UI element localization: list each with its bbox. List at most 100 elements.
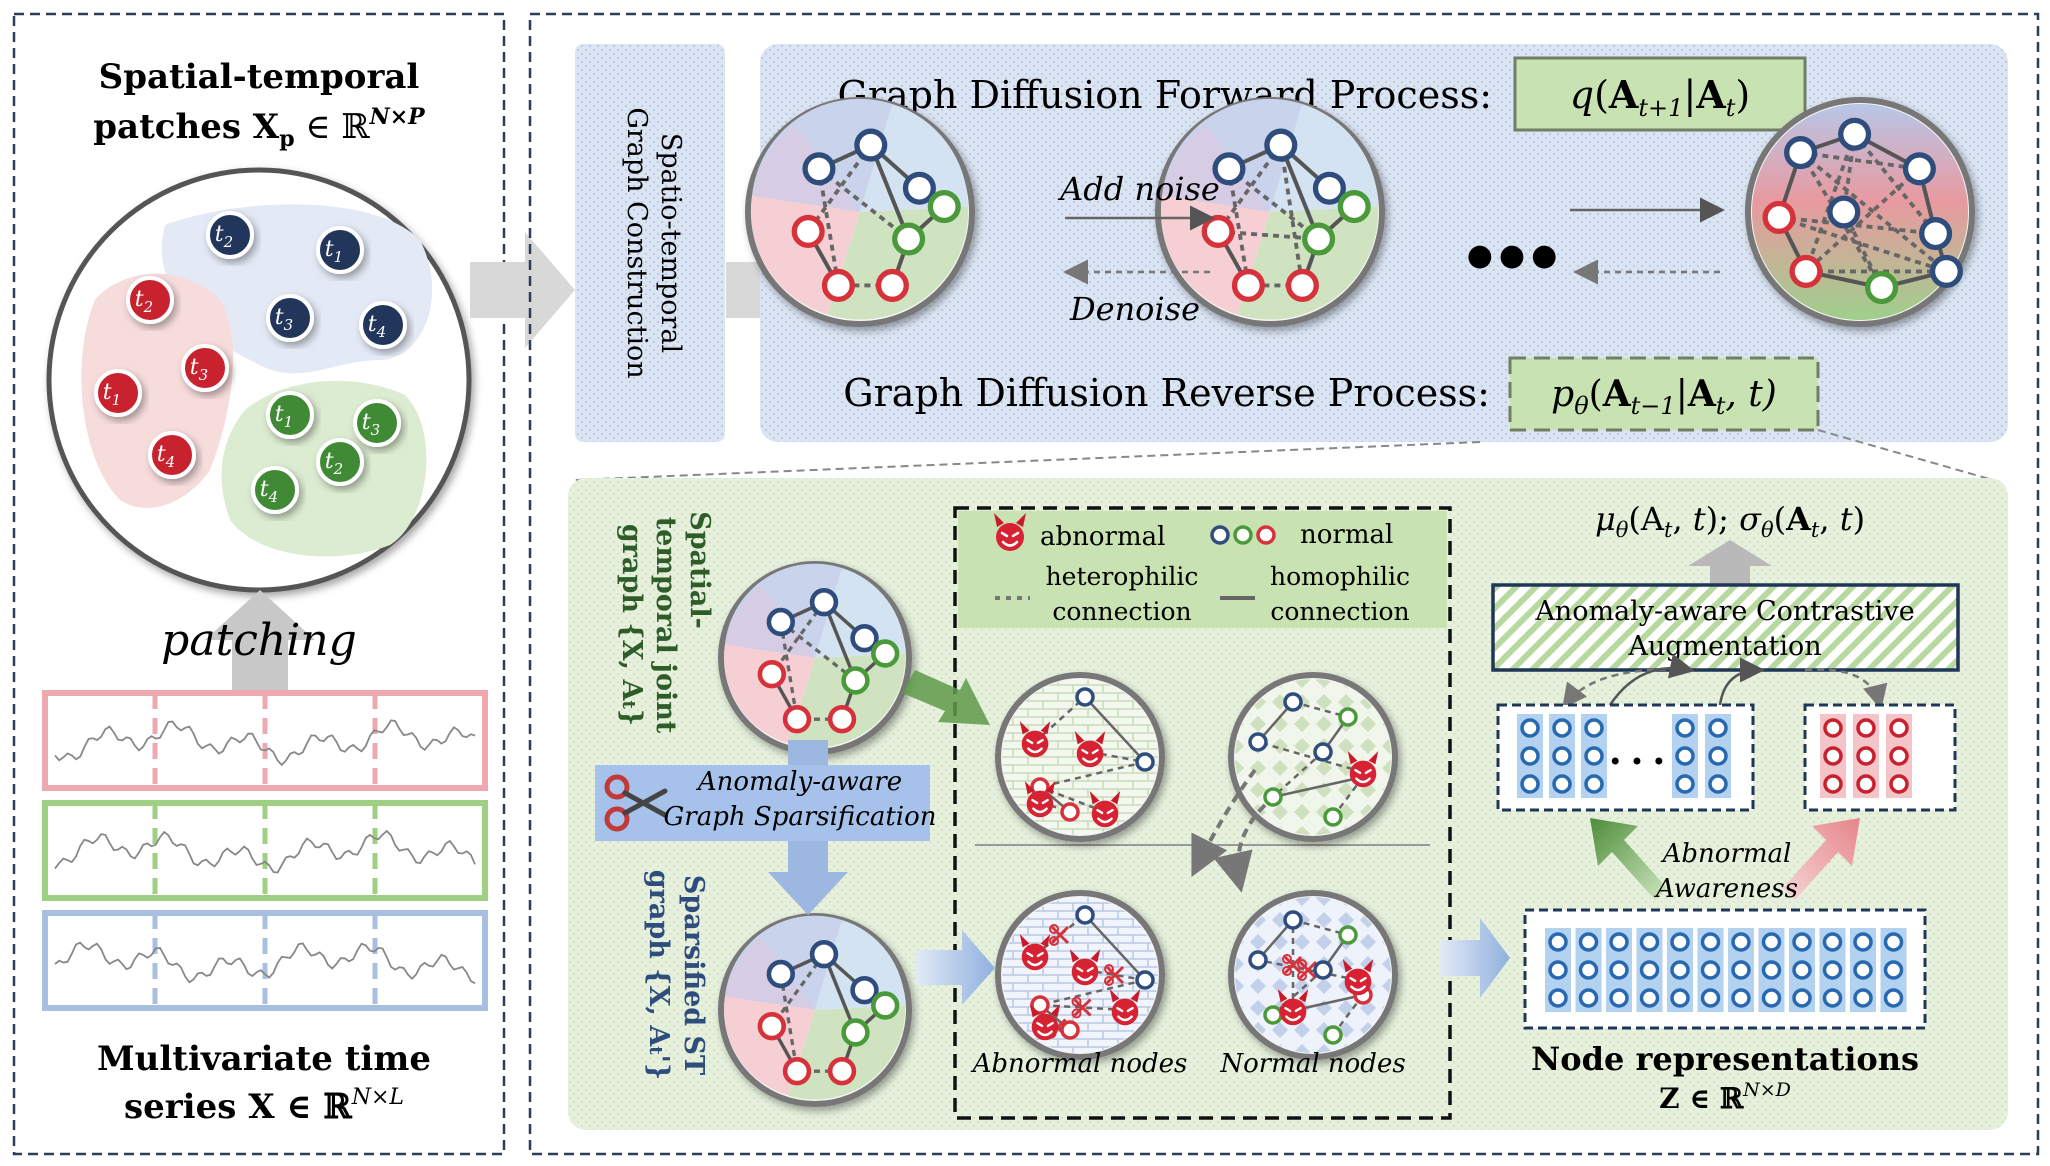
right-panel-frame (528, 12, 2040, 1156)
graph-node (1060, 802, 1080, 822)
sparsification-line1: Anomaly-aware (696, 767, 902, 797)
graph-node (1919, 217, 1953, 251)
abnormal-nodes-graph-bottom (995, 890, 1165, 1060)
reverse-formula-box (1508, 356, 1820, 432)
bottom-panel: Spatial- temporal joint graph {X, At} Sp… (568, 478, 2008, 1130)
reverse-process-label: Graph Diffusion Reverse Process: (843, 371, 1490, 415)
curve-arrow-2 (1213, 803, 1267, 893)
legend-heterophilic-line1: heterophilic (1046, 562, 1199, 591)
graph-node (1338, 707, 1358, 727)
graph-node (1313, 742, 1333, 762)
node-column (1853, 714, 1879, 798)
series-title-line2: series X ∈ ℝN×L (124, 1085, 404, 1127)
node-column (1886, 714, 1912, 798)
patches-title-line2: patches Xp ∈ ℝN×P (93, 104, 426, 152)
devil-legend-icon (994, 513, 1026, 551)
cut-edge-icon (1104, 964, 1125, 986)
patching-label: patching (161, 615, 357, 666)
patch-node-red: t1 (94, 369, 142, 417)
sparsified-label-line2: graph {X, At'} (643, 870, 674, 1081)
patch-node-red: t3 (181, 344, 229, 392)
node-column (1705, 714, 1731, 798)
graph-node (1285, 268, 1319, 302)
patch-node-green: t2 (316, 438, 364, 486)
graph-node (1323, 807, 1343, 827)
compare-to-repr-arrow (1440, 918, 1510, 998)
sp-to-compare-arrow (915, 930, 995, 1005)
node-column (1575, 928, 1602, 1012)
graph-node (757, 660, 787, 689)
graph-node (927, 190, 961, 224)
aug-arrow-6 (1804, 668, 1888, 710)
graph-node (1323, 1025, 1343, 1045)
node-column (1728, 928, 1754, 1012)
node-column (1697, 928, 1724, 1012)
node-column (1517, 714, 1543, 798)
patch-node-label: t1 (103, 380, 121, 409)
legend-area (958, 511, 1447, 628)
devil-icon (1019, 934, 1051, 971)
graph-node (841, 1018, 870, 1047)
graph-node (870, 639, 900, 668)
awareness-arrow-green (1590, 818, 1667, 900)
mu-sigma-formula: μθ(At, t); σθ(At, t) (1595, 500, 1865, 542)
ellipsis: ●●● (1467, 238, 1564, 273)
scissors-icon (604, 774, 668, 832)
series-line-green (54, 829, 476, 874)
series-title-line1: Multivariate time (97, 1039, 431, 1079)
cut-edge-icon (1071, 996, 1092, 1019)
patch-node-label: t2 (215, 222, 233, 251)
awareness-line1: Abnormal (1661, 839, 1792, 869)
graph-node (1283, 910, 1303, 930)
devil-icon (1277, 989, 1309, 1026)
graph-node (875, 268, 909, 302)
awareness-arrow-red (1783, 818, 1860, 900)
graph-node (1784, 136, 1818, 170)
diffusion-graph-1 (745, 97, 975, 327)
time-series-strips (42, 690, 488, 1011)
graph-node (1827, 195, 1861, 229)
zoom-line-right (1817, 429, 2001, 483)
node-repr-sub: Z ∈ ℝN×D (1659, 1079, 1791, 1115)
graph-node (802, 152, 836, 186)
patch-node-label: t3 (190, 355, 208, 384)
abnormal-nodes-graph-top (995, 672, 1165, 842)
graph-node (1135, 970, 1155, 990)
devil-icon (1029, 1004, 1061, 1041)
normal-legend-icons (1210, 525, 1276, 545)
graph-node (809, 588, 839, 617)
patch-node-green: t1 (266, 391, 314, 439)
construction-line1: Spatio-temporal (655, 133, 686, 353)
node-column (1606, 928, 1632, 1012)
graph-node (1030, 995, 1050, 1015)
devil-icon (994, 513, 1026, 551)
forward-process-label: Graph Diffusion Forward Process: (838, 73, 1493, 117)
graph-node (766, 607, 796, 637)
devil-icon (1069, 949, 1101, 986)
construction-line2: Graph Construction (621, 107, 652, 378)
graph-node (850, 624, 879, 653)
augmented-node-columns (1517, 714, 1912, 798)
node-column (1850, 928, 1876, 1012)
graph-node (854, 128, 888, 162)
legend-normal: normal (1300, 520, 1393, 550)
patch-node-label: t3 (275, 305, 293, 334)
graph-node (1231, 268, 1265, 302)
cut-edge-icon (1282, 954, 1303, 976)
normal-nodes-graph-bottom (1228, 890, 1398, 1060)
patch-node-blue: t2 (206, 211, 254, 259)
graph-node (1762, 200, 1796, 234)
aug-arrow-7 (1718, 657, 1765, 706)
graph-node (1929, 254, 1963, 288)
denoise-label: Denoise (1069, 290, 1200, 328)
contrastive-line2: Augmentation (1627, 631, 1821, 662)
to-construction-arrow (470, 232, 575, 348)
normal-nodes-label: Normal nodes (1219, 1049, 1405, 1079)
contrastive-line1: Anomaly-aware Contrastive (1534, 596, 1914, 627)
diffusion-graph-2 (1155, 97, 1385, 327)
node-column (1820, 714, 1846, 798)
legend-abnormal: abnormal (1040, 522, 1165, 552)
graph-node (1302, 222, 1336, 256)
graph-node (841, 666, 870, 695)
